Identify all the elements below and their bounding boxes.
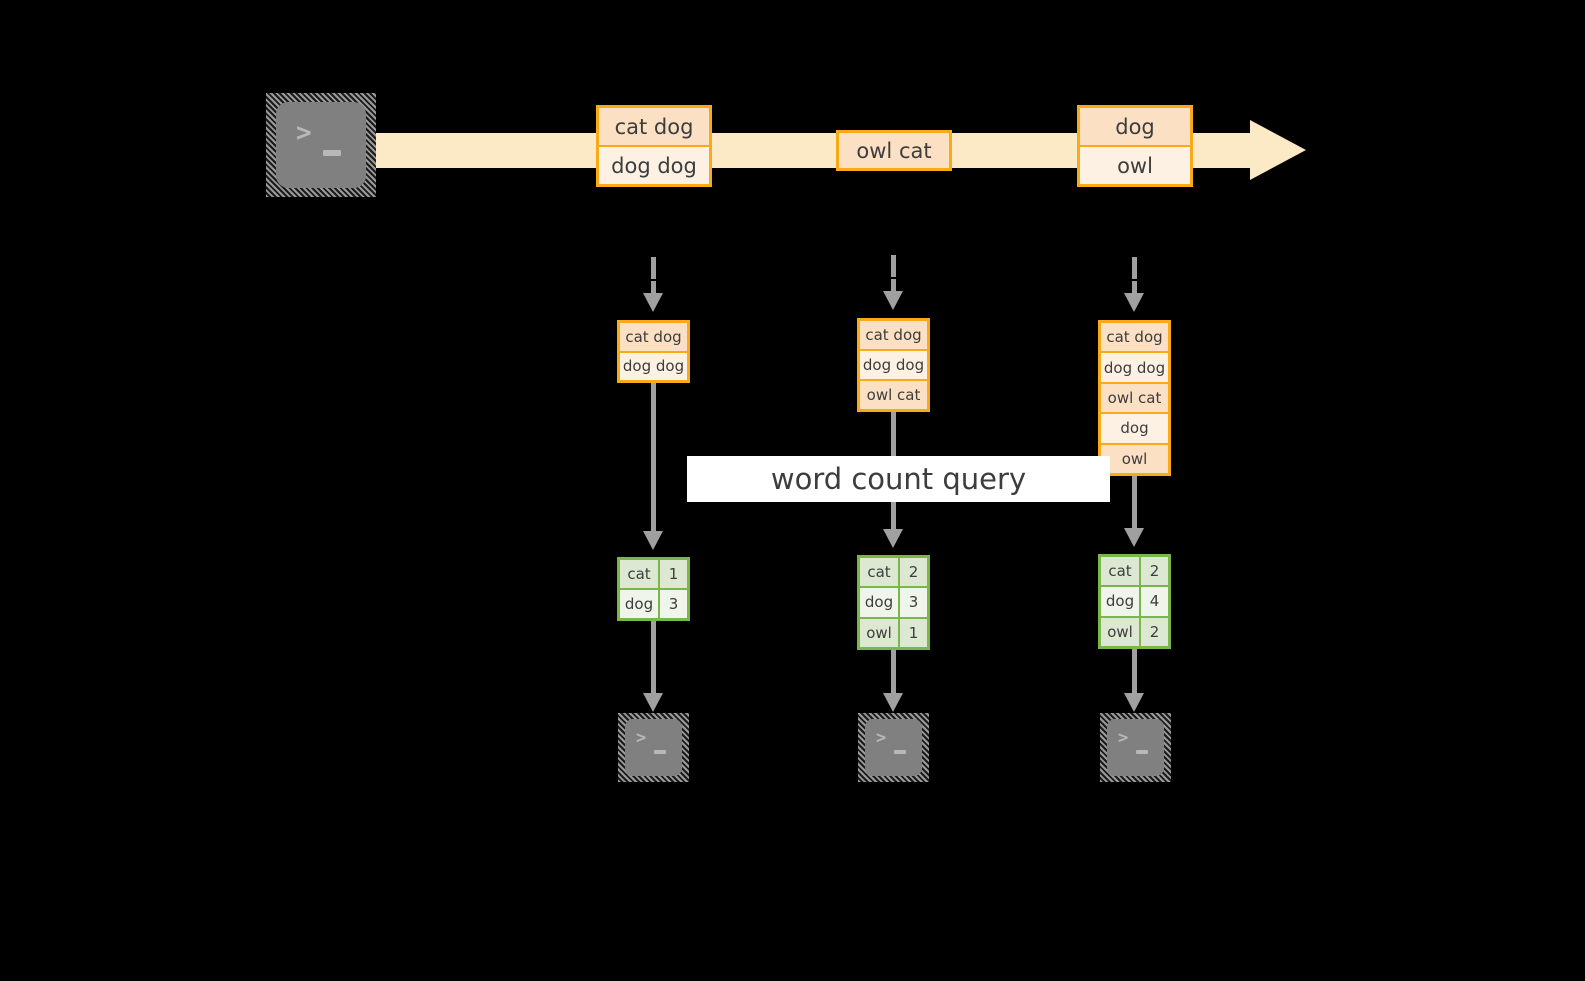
terminal-body	[625, 719, 682, 776]
result-2-row-2: dog 3	[860, 586, 927, 617]
result-3-count-1: 2	[1139, 557, 1168, 586]
terminal-underscore-icon	[1136, 750, 1148, 754]
result-1[interactable]: cat 1 dog 3	[617, 557, 690, 621]
result-1-word-1: cat	[620, 560, 658, 588]
snapshot-1-inflow-arrowhead	[643, 293, 663, 312]
snapshot-2-line-1: cat dog	[860, 321, 927, 349]
result-2-count-1: 2	[898, 558, 927, 587]
terminal-body	[865, 719, 922, 776]
terminal-underscore-icon	[654, 750, 666, 754]
result-3-word-2: dog	[1101, 587, 1139, 616]
result-1-count-2: 3	[658, 590, 687, 618]
result-3-row-1: cat 2	[1101, 557, 1168, 586]
terminal-chevron-icon: >	[876, 728, 887, 748]
snapshot-1-inflow-stem	[651, 281, 656, 293]
result-1-row-1: cat 1	[620, 560, 687, 588]
terminal-chevron-icon: >	[1118, 728, 1129, 748]
result-1-word-2: dog	[620, 590, 658, 618]
terminal-underscore-icon	[894, 750, 906, 754]
result-2-word-1: cat	[860, 558, 898, 587]
result-3-row-2: dog 4	[1101, 585, 1168, 616]
query-1-arrowhead	[643, 531, 663, 550]
result-3-word-1: cat	[1101, 557, 1139, 586]
snapshot-3-line-4: dog	[1101, 412, 1168, 443]
timeline-event-2-line-1: owl cat	[839, 133, 949, 168]
snapshot-2-line-3: owl cat	[860, 379, 927, 409]
snapshot-3-line-1: cat dog	[1101, 323, 1168, 352]
result-2[interactable]: cat 2 dog 3 owl 1	[857, 555, 930, 650]
sink-3-stem	[1132, 649, 1137, 693]
result-2-count-2: 3	[898, 588, 927, 617]
terminal-body	[1107, 719, 1164, 776]
result-2-count-3: 1	[898, 618, 927, 647]
snapshot-2-inflow-arrowhead	[883, 291, 903, 310]
sink-terminal-icon-2[interactable]: >	[858, 713, 929, 782]
result-3-word-3: owl	[1101, 617, 1139, 646]
result-3-row-3: owl 2	[1101, 615, 1168, 646]
sink-terminal-icon-1[interactable]: >	[618, 713, 689, 782]
query-label-text: word count query	[770, 462, 1027, 496]
timeline-event-1-line-1: cat dog	[599, 108, 709, 145]
sink-terminal-icon-3[interactable]: >	[1100, 713, 1171, 782]
result-2-word-2: dog	[860, 588, 898, 617]
sink-2-arrowhead	[883, 693, 903, 712]
snapshot-2-inflow-stem	[891, 279, 896, 291]
query-label-band: word count query	[687, 456, 1110, 502]
result-2-word-3: owl	[860, 618, 898, 647]
snapshot-1-line-1: cat dog	[620, 323, 687, 351]
result-2-row-1: cat 2	[860, 558, 927, 587]
timeline-arrowhead	[1250, 120, 1306, 180]
result-3[interactable]: cat 2 dog 4 owl 2	[1098, 554, 1171, 649]
snapshot-3-dashed-connector	[1132, 257, 1137, 279]
result-1-row-2: dog 3	[620, 588, 687, 618]
terminal-underscore-icon	[323, 150, 341, 156]
sink-1-arrowhead	[643, 693, 663, 712]
timeline-event-3-line-1: dog	[1080, 108, 1190, 145]
timeline-event-3[interactable]: dog owl	[1077, 105, 1193, 187]
snapshot-1[interactable]: cat dog dog dog	[617, 320, 690, 383]
snapshot-2-dashed-connector	[891, 255, 896, 277]
terminal-chevron-icon: >	[296, 118, 312, 148]
snapshot-3-line-2: dog dog	[1101, 351, 1168, 382]
snapshot-3-line-5: owl	[1101, 442, 1168, 474]
terminal-body	[276, 102, 366, 188]
snapshot-3-inflow-arrowhead	[1124, 293, 1144, 312]
result-3-count-2: 4	[1139, 587, 1168, 616]
query-3-stem	[1132, 476, 1137, 528]
source-terminal-icon[interactable]: >	[266, 93, 376, 197]
sink-2-stem	[891, 650, 896, 693]
query-2-arrowhead	[883, 529, 903, 548]
terminal-chevron-icon: >	[636, 728, 647, 748]
query-1-stem	[651, 383, 656, 531]
snapshot-3[interactable]: cat dog dog dog owl cat dog owl	[1098, 320, 1171, 476]
timeline-event-1-line-2: dog dog	[599, 145, 709, 184]
timeline-event-2[interactable]: owl cat	[836, 130, 952, 171]
query-3-arrowhead	[1124, 528, 1144, 547]
snapshot-3-inflow-stem	[1132, 281, 1137, 293]
result-1-count-1: 1	[658, 560, 687, 588]
snapshot-2[interactable]: cat dog dog dog owl cat	[857, 318, 930, 412]
result-3-count-3: 2	[1139, 617, 1168, 646]
snapshot-3-line-3: owl cat	[1101, 381, 1168, 413]
snapshot-2-line-2: dog dog	[860, 349, 927, 379]
sink-3-arrowhead	[1124, 693, 1144, 712]
result-2-row-3: owl 1	[860, 616, 927, 647]
sink-1-stem	[651, 621, 656, 693]
snapshot-1-line-2: dog dog	[620, 350, 687, 380]
timeline-event-1[interactable]: cat dog dog dog	[596, 105, 712, 187]
snapshot-1-dashed-connector	[651, 257, 656, 279]
timeline-event-3-line-2: owl	[1080, 145, 1190, 184]
